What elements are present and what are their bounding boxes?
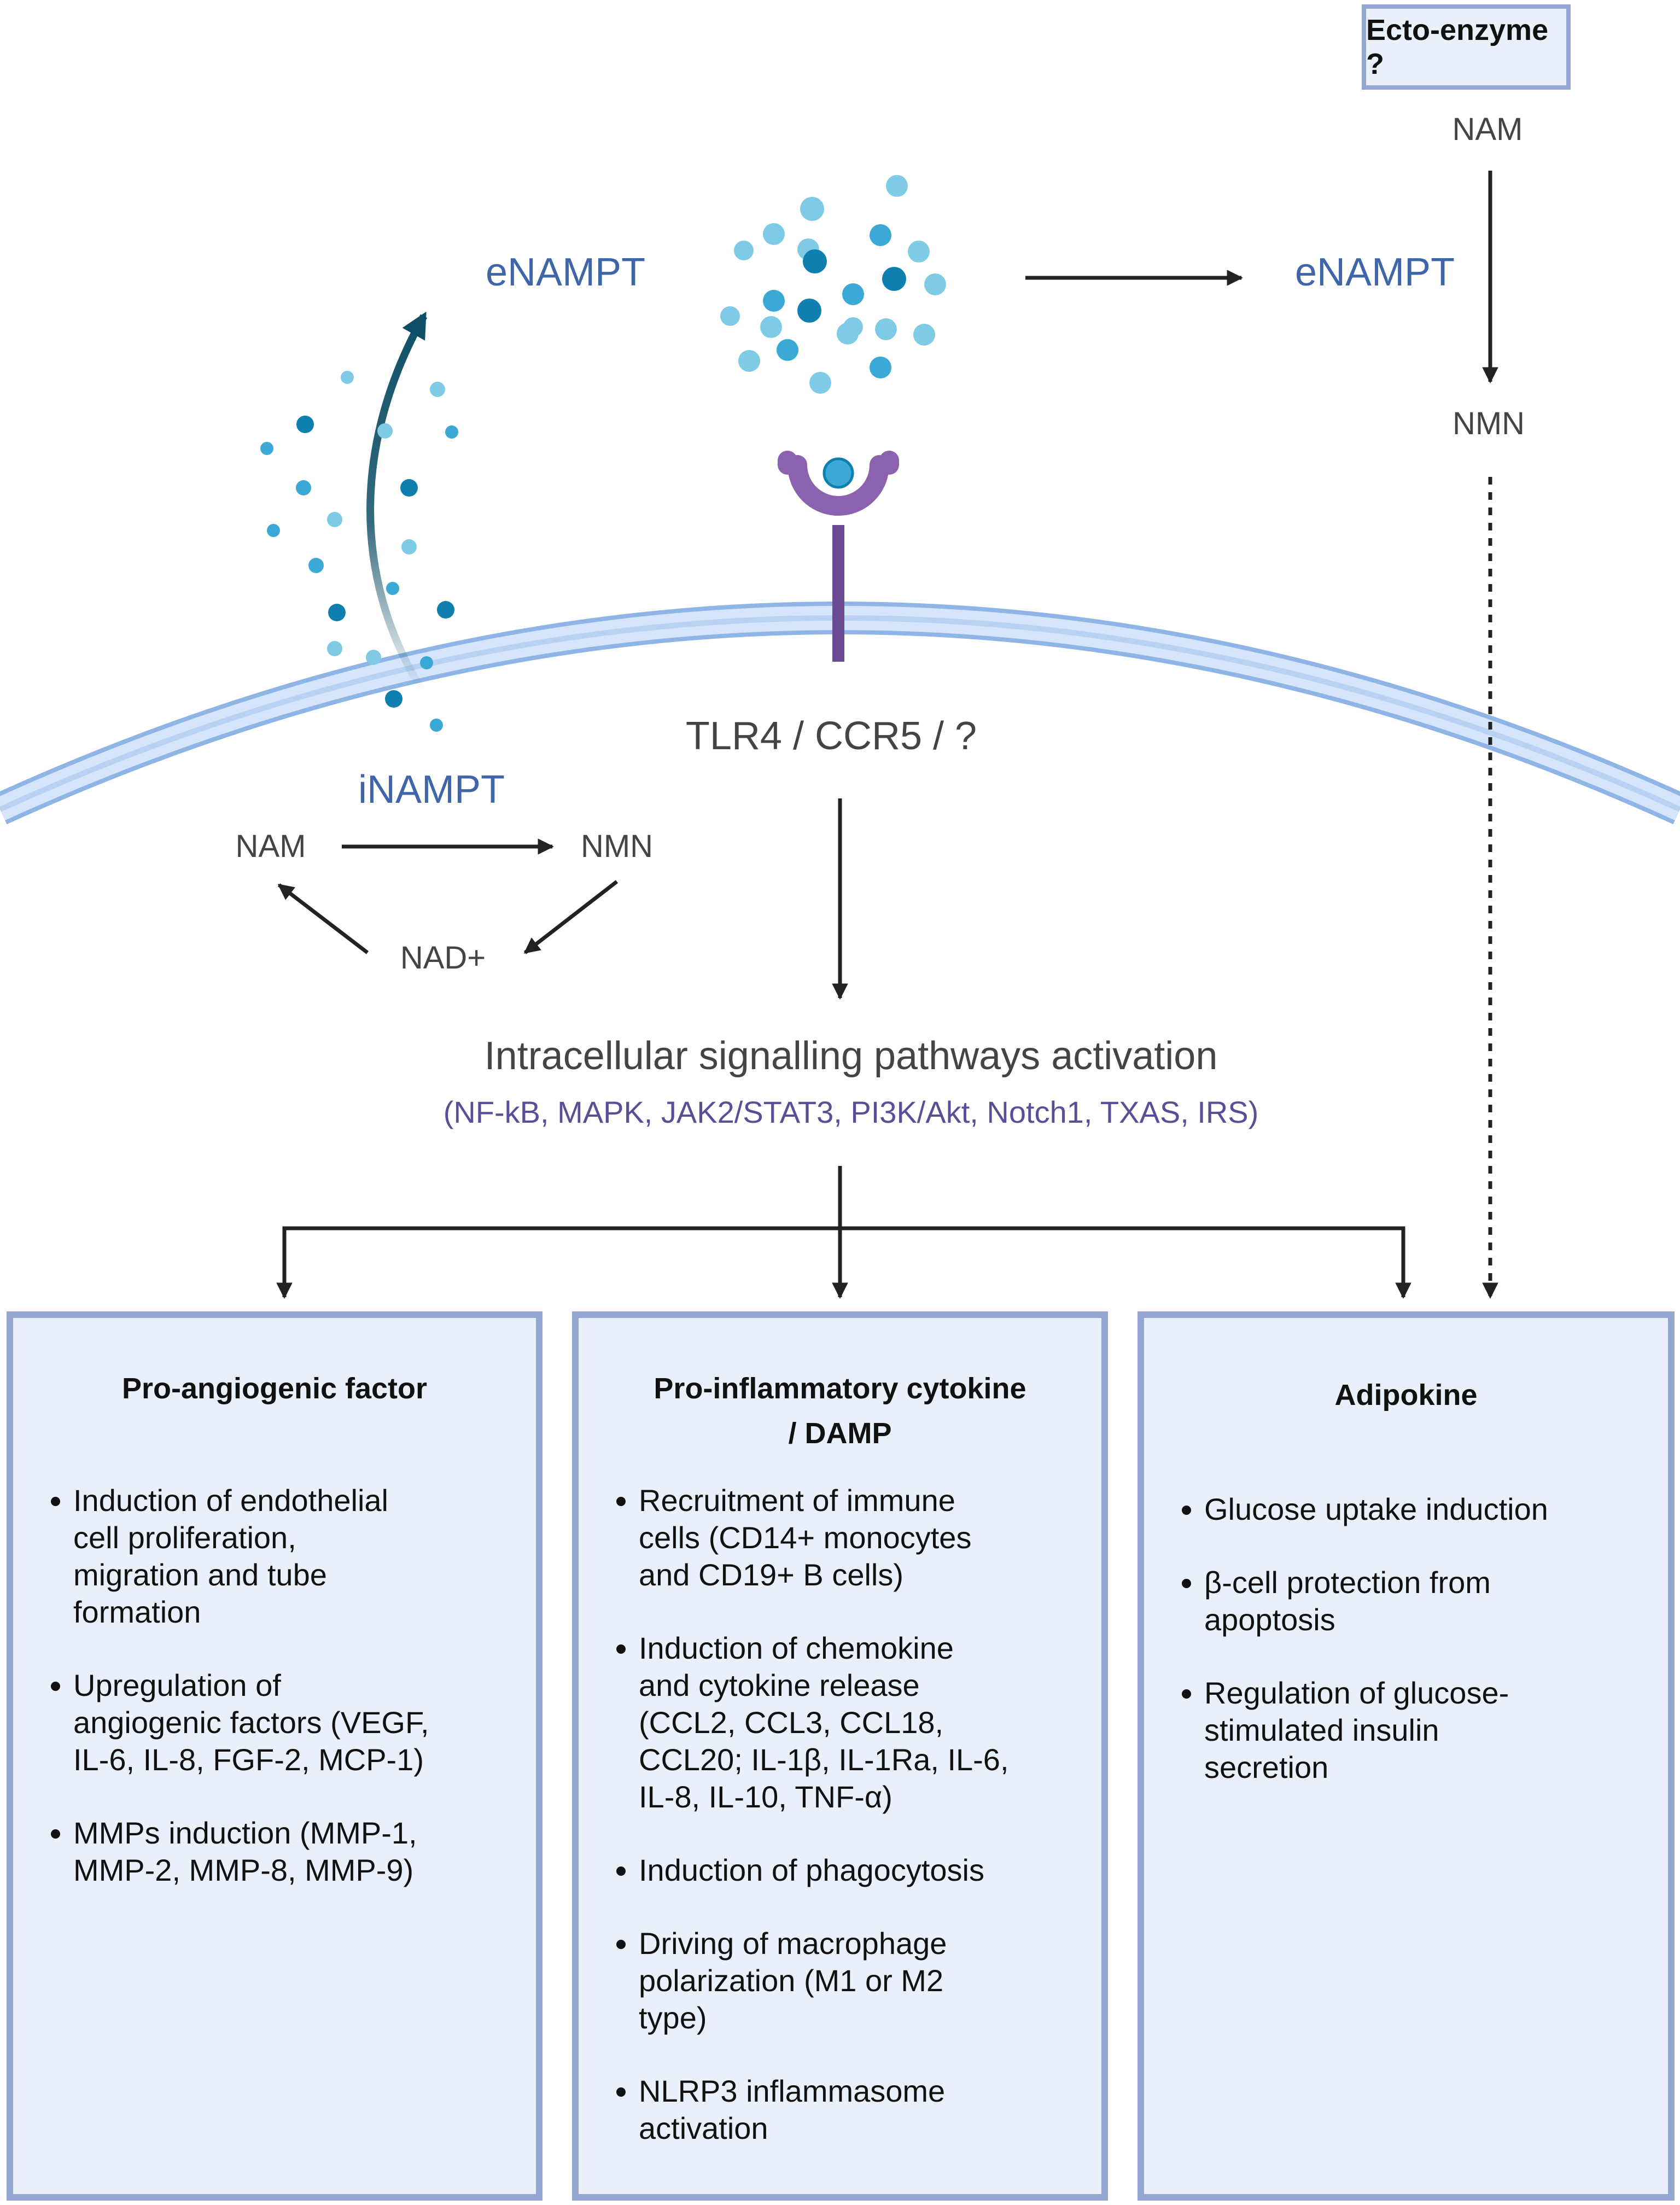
enampt-particle	[720, 306, 740, 326]
enampt-particle	[763, 223, 785, 245]
enampt-particle	[445, 425, 458, 439]
enampt-particle	[366, 650, 381, 665]
enampt-particle	[913, 324, 935, 346]
enampt-particle	[843, 317, 863, 337]
list-item: MMPs induction (MMP-1,MMP-2, MMP-8, MMP-…	[73, 1815, 514, 1889]
enampt-particle	[870, 357, 891, 378]
box-title-line: Pro-angiogenic factor	[121, 1372, 428, 1405]
box-title: Pro-inflammatory cytokine / DAMP	[579, 1366, 1101, 1456]
box-title: Pro-angiogenic factor	[13, 1366, 536, 1411]
enampt-particle	[842, 283, 864, 305]
receptor-icon	[778, 451, 899, 662]
enampt-particle	[800, 197, 824, 221]
enampt-particle	[377, 423, 393, 439]
secretion-arrow	[366, 311, 428, 692]
enampt-particle	[437, 601, 454, 619]
box-title-line: Adipokine	[1334, 1379, 1478, 1411]
list-item: Induction of phagocytosis	[639, 1852, 1090, 1889]
nmn-label-top: NMN	[1452, 406, 1525, 441]
enampt-particle	[328, 604, 346, 621]
signalling-pathways: (NF-kB, MAPK, JAK2/STAT3, PI3K/Akt, Notc…	[443, 1095, 1259, 1129]
enampt-particle	[886, 175, 908, 197]
ecto-enzyme-label: Ecto-enzyme ?	[1366, 14, 1549, 80]
enampt-particle	[401, 539, 417, 555]
enampt-particle	[924, 273, 946, 295]
ecto-enzyme-box: Ecto-enzyme ?	[1362, 4, 1571, 90]
box-list: Glucose uptake induction β-cell protecti…	[1144, 1491, 1657, 1822]
signalling-title: Intracellular signalling pathways activa…	[484, 1034, 1218, 1078]
enampt-particle	[267, 524, 280, 537]
enampt-particle	[882, 267, 906, 291]
receptor-label: TLR4 / CCR5 / ?	[685, 714, 977, 758]
enampt-particle	[738, 350, 760, 372]
nad-cycle-label: NAD+	[400, 940, 486, 976]
enampt-particle	[430, 382, 445, 397]
enampt-particle	[420, 656, 433, 669]
branch-arrows	[276, 1166, 1411, 1299]
box-title-line: Pro-inflammatory cytokine	[654, 1372, 1026, 1405]
enampt-particle	[763, 290, 785, 312]
nad-to-nam-cycle-arrow	[277, 883, 369, 954]
enampt-particles	[260, 175, 946, 732]
enampt-particle	[327, 641, 342, 656]
nmn-cycle-label: NMN	[580, 829, 654, 864]
box-title-line: / DAMP	[788, 1417, 892, 1450]
enampt-particle	[341, 371, 354, 384]
enampt-particle	[803, 249, 827, 273]
box-pro-inflammatory: Pro-inflammatory cytokine / DAMP Recruit…	[572, 1311, 1108, 2201]
inampt-label: iNAMPT	[358, 768, 505, 812]
enampt-particle	[260, 442, 273, 455]
box-adipokine: Adipokine Glucose uptake induction β-cel…	[1138, 1311, 1675, 2201]
box-pro-angiogenic: Pro-angiogenic factor Induction of endot…	[7, 1311, 542, 2201]
list-item: Regulation of glucose-stimulated insulin…	[1204, 1675, 1657, 1786]
enampt-particle	[760, 316, 782, 338]
enampt-right-label: eNAMPT	[1295, 250, 1455, 294]
enampt-particle	[400, 479, 418, 497]
enampt-particle	[797, 299, 821, 323]
enampt-particle	[875, 318, 897, 340]
enampt-particle	[809, 372, 831, 394]
enampt-particle	[308, 558, 324, 573]
nmn-to-nad-cycle-arrow	[523, 880, 619, 954]
enampt-particle	[386, 582, 399, 595]
nam-label-top: NAM	[1452, 112, 1523, 147]
enampt-particle	[296, 480, 311, 495]
enampt-particle	[385, 690, 402, 708]
enampt-particle	[908, 241, 930, 262]
enampt-left-label: eNAMPT	[486, 250, 646, 294]
box-title: Adipokine	[1144, 1373, 1668, 1418]
list-item: Glucose uptake induction	[1204, 1491, 1657, 1528]
enampt-particle	[870, 224, 891, 246]
enampt-particle	[430, 719, 443, 732]
enampt-particle	[296, 416, 314, 433]
nam-cycle-label: NAM	[235, 829, 306, 864]
enampt-particle	[777, 339, 798, 361]
enampt-particle	[327, 512, 342, 527]
enampt-particle	[734, 241, 754, 260]
